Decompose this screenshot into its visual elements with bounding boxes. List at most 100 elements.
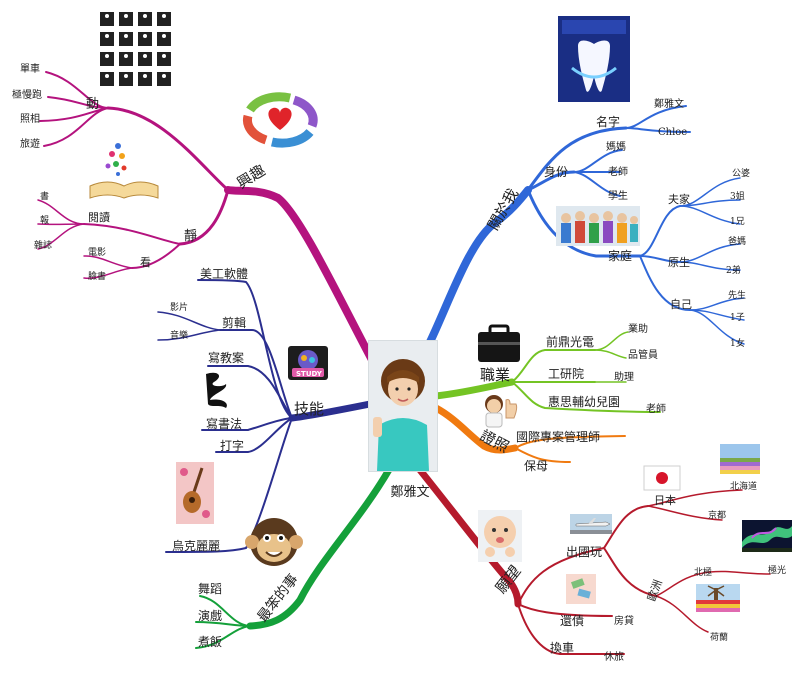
about-birth-family-label: 原生 [668,255,690,269]
interest-move-item: 極慢跑 [12,88,42,101]
wish-europe-item: 極光 [768,564,786,576]
dumbest-item: 舞蹈 [198,582,222,596]
skills-item: 打字 [220,438,244,453]
about-husband-family-item: 3姐 [730,190,745,202]
license-item: 國際專案管理師 [516,429,600,444]
wish-debt-label: 還債 [560,613,584,628]
monkey-icon [245,518,303,566]
aurora-photo-icon [742,520,792,552]
interest-read-item: 書 [40,190,49,202]
tulip-field-photo-icon [696,584,740,612]
hokkaido-photo-icon [720,444,760,474]
wish-europe-item: 荷蘭 [710,631,728,643]
about-own-item: 先生 [728,289,746,301]
interest-move-label: 動 [86,97,99,112]
dumbest-item: 煮飯 [198,634,222,649]
baby-icon [478,510,522,562]
skills-item: 美工軟體 [200,266,248,281]
about-husband-family-item: 公婆 [732,167,750,179]
about-identity-item: 學生 [608,189,628,202]
center-name-label: 鄭雅文 [390,485,430,500]
skills-item: 寫教案 [208,350,244,365]
profile-photo [368,340,438,472]
airplane-icon [570,514,612,534]
interest-move-item: 旅遊 [20,137,40,150]
interest-read-item: 報 [40,215,49,226]
about-identity-item: 老師 [608,165,628,178]
skills-item: 剪輯 [222,315,246,330]
skills-labels: 技能 美工軟體 剪輯 影片 音樂 寫教案 寫書法 打字 烏克麗麗 [170,266,324,553]
about-branch-label: 關於我 [484,185,522,233]
career-job-label: 前鼎光電 [546,334,594,349]
wish-japan-item: 北海道 [730,480,757,492]
wish-car-item: 休旅 [604,650,624,663]
career-labels: 職業 前鼎光電 業助 品管員 工研院 助理 惠思輔幼兒園 老師 [480,322,666,415]
career-job-item: 助理 [614,370,634,383]
skills-item: 寫書法 [206,416,242,431]
thumbs-up-girl-icon [485,395,518,428]
wish-europe-label: 歐洲 [644,578,665,603]
about-husband-family-item: 1兄 [730,216,745,227]
skills-branch-label: 技能 [294,400,324,418]
interest-watch-item: 臉書 [88,270,106,282]
profile-photo-art [369,341,437,471]
interest-watch-label: 看 [140,255,151,269]
skills-edit-item: 影片 [170,301,188,313]
wish-japan-item: 京都 [708,509,726,521]
interest-labels: 興趣 動 單車 極慢跑 照相 旅遊 靜 閱讀 書 報 雜誌 看 電影 臉書 [12,62,269,282]
interest-watch-item: 電影 [88,247,106,258]
about-own-item: 1子 [730,312,745,323]
about-family-label: 家庭 [608,248,632,263]
about-own-item: 1女 [730,337,745,349]
skills-branch-lines [157,279,374,553]
wish-japan-label: 日本 [654,493,676,507]
interest-read-label: 閱讀 [88,210,110,224]
money-icon [566,574,596,604]
license-labels: 證照 國際專案管理師 保母 [477,426,600,473]
wish-debt-item: 房貸 [614,614,634,627]
about-identity-label: 身份 [544,164,568,179]
wish-branch-lines [416,466,771,655]
about-branch-lines [426,105,745,346]
about-name-item: 鄭雅文 [654,97,684,110]
skills-item: 烏克麗麗 [172,539,220,553]
career-job-item: 老師 [646,402,666,415]
study-brain-icon: STUDY [288,346,328,380]
wish-europe-item: 北極 [694,566,712,578]
briefcase-icon [478,324,520,362]
interest-read-item: 雜誌 [34,239,52,251]
career-job-item: 品管員 [628,348,658,361]
wish-travel-label: 出國玩 [566,545,602,559]
calligraphy-icon [206,372,227,408]
tooth-poster-icon [558,16,630,102]
interest-branch-lines [37,71,376,364]
japan-flag-icon [643,465,681,491]
interest-quiet-label: 靜 [184,229,197,244]
career-job-label: 工研院 [548,367,584,381]
ukulele-icon [176,462,214,524]
book-icon [89,143,159,199]
about-identity-item: 媽媽 [606,140,626,153]
about-husband-family-label: 夫家 [668,192,690,206]
about-name-item: Chloe [658,127,687,138]
about-name-label: 名字 [596,114,620,129]
sports-icon-grid [100,12,171,86]
dumbest-item: 演戲 [198,608,222,623]
study-badge-text: STUDY [296,370,323,378]
interest-move-item: 照相 [20,112,40,125]
family-photo-icon [556,206,640,246]
dumbest-branch-lines [195,464,394,649]
career-job-item: 業助 [628,322,648,335]
career-branch-label: 職業 [480,366,510,384]
career-branch-lines [432,331,661,413]
about-birth-family-item: 2弟 [726,264,741,276]
interest-move-item: 單車 [20,62,40,75]
skills-edit-item: 音樂 [170,329,188,341]
license-branch-lines [432,404,626,463]
about-birth-family-item: 爸媽 [728,235,746,247]
license-item: 保母 [524,459,548,473]
wish-labels: 願望 出國玩 日本 北海道 京都 歐洲 北極 極光 荷蘭 還債 房貸 換車 休旅 [492,480,786,663]
heart-cycle-icon [242,92,318,148]
about-own-label: 自己 [670,298,692,311]
